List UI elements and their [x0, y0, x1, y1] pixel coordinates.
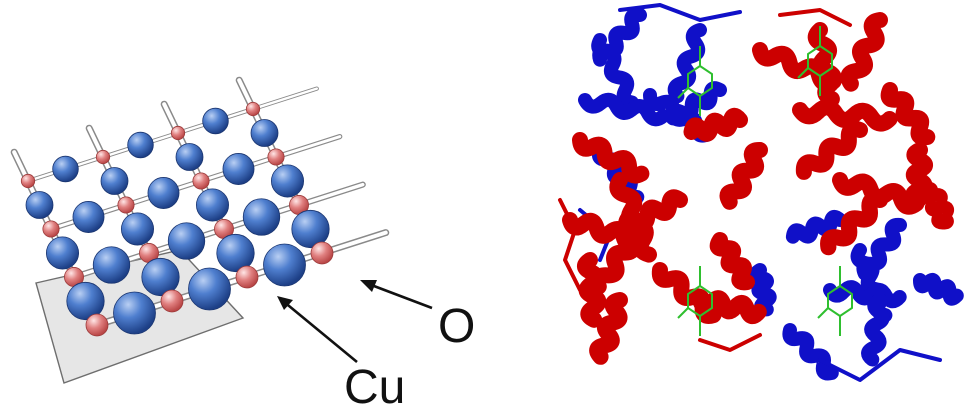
oxygen-atom — [270, 164, 304, 198]
alpha-helix — [709, 232, 755, 291]
beta-coil — [818, 348, 942, 382]
copper-atom — [42, 220, 60, 238]
alpha-coil — [698, 333, 762, 352]
oxygen-atom — [141, 257, 180, 297]
oxygen-atom — [202, 107, 229, 135]
copper-atom — [192, 172, 210, 190]
heme-stick — [677, 87, 689, 99]
alpha-helix — [918, 182, 955, 230]
alpha-helix — [589, 221, 648, 295]
copper-atom — [267, 148, 285, 166]
copper-atom — [95, 149, 111, 165]
copper-arrowhead — [277, 296, 293, 310]
copper-atom — [310, 241, 334, 265]
alpha-helix — [795, 120, 868, 180]
oxygen-label: O — [438, 300, 475, 353]
oxygen-atom — [113, 291, 156, 335]
oxygen-atom — [66, 281, 105, 321]
oxygen-arrowhead — [360, 280, 377, 292]
beta-helix — [913, 273, 964, 306]
alpha-helix — [589, 292, 628, 365]
alpha-helix — [840, 12, 888, 92]
oxygen-atom — [121, 212, 155, 246]
copper-atom — [245, 101, 261, 117]
oxygen-atom — [263, 243, 306, 287]
copper-pointer-arrow — [282, 299, 358, 364]
hemoglobin-ribbon-diagram — [558, 3, 964, 382]
heme-groups — [677, 26, 853, 336]
copper-atom — [160, 289, 184, 313]
beta-coil — [618, 3, 742, 22]
beta-helix — [861, 293, 890, 367]
copper-atom — [170, 125, 186, 141]
copper-atom — [20, 173, 36, 189]
beta-helix — [578, 92, 671, 127]
oxygen-atom — [188, 267, 231, 311]
oxygen-pointer-arrow — [365, 281, 433, 310]
alpha-coil — [558, 198, 582, 292]
beta-helix — [665, 81, 727, 126]
alpha-chain-ribbons — [558, 8, 955, 365]
copper-atom — [117, 196, 135, 214]
oxygen-atom — [242, 198, 281, 236]
oxygen-atom — [291, 209, 330, 249]
beta-helix — [592, 7, 647, 67]
alpha-helix — [692, 290, 767, 325]
alpha-helix — [905, 142, 933, 208]
beta-chain-ribbons — [578, 3, 964, 382]
beta-helix — [823, 280, 907, 309]
beta-helix — [856, 217, 907, 281]
heme-stick — [677, 307, 689, 319]
heme-stick — [797, 67, 809, 79]
oxygen-atom — [92, 246, 131, 284]
oxygen-atom — [250, 119, 279, 147]
oxygen-atom — [100, 167, 129, 195]
oxygen-atom — [167, 222, 206, 260]
alpha-helix — [577, 252, 607, 328]
beta-helix — [748, 263, 777, 317]
oxygen-atom — [216, 233, 255, 273]
beta-helix — [782, 323, 839, 381]
oxygen-atom — [195, 188, 229, 222]
oxygen-atom — [52, 155, 79, 183]
oxygen-atom — [25, 191, 54, 219]
cuo2-plane-diagram: O Cu — [10, 76, 475, 414]
alpha-coil — [778, 8, 852, 27]
alpha-helix — [880, 82, 936, 146]
oxygen-atom — [222, 153, 255, 185]
oxygen-atom — [175, 143, 204, 171]
beta-helix — [785, 209, 847, 244]
alpha-helix — [792, 99, 898, 132]
alpha-helix — [683, 107, 748, 142]
alpha-helix — [719, 142, 768, 210]
oxygen-atom — [72, 201, 105, 233]
atom-lattice — [20, 101, 334, 337]
heme-stick — [817, 307, 829, 319]
beta-helix — [667, 23, 707, 104]
oxygen-atom — [46, 236, 80, 270]
alpha-helix — [572, 132, 650, 184]
alpha-helix — [617, 189, 688, 234]
alpha-helix — [820, 191, 888, 256]
copper-atom — [85, 313, 109, 337]
copper-atom — [235, 265, 259, 289]
oxygen-atom — [147, 177, 180, 209]
copper-label: Cu — [344, 361, 405, 414]
oxygen-atom — [127, 131, 154, 159]
